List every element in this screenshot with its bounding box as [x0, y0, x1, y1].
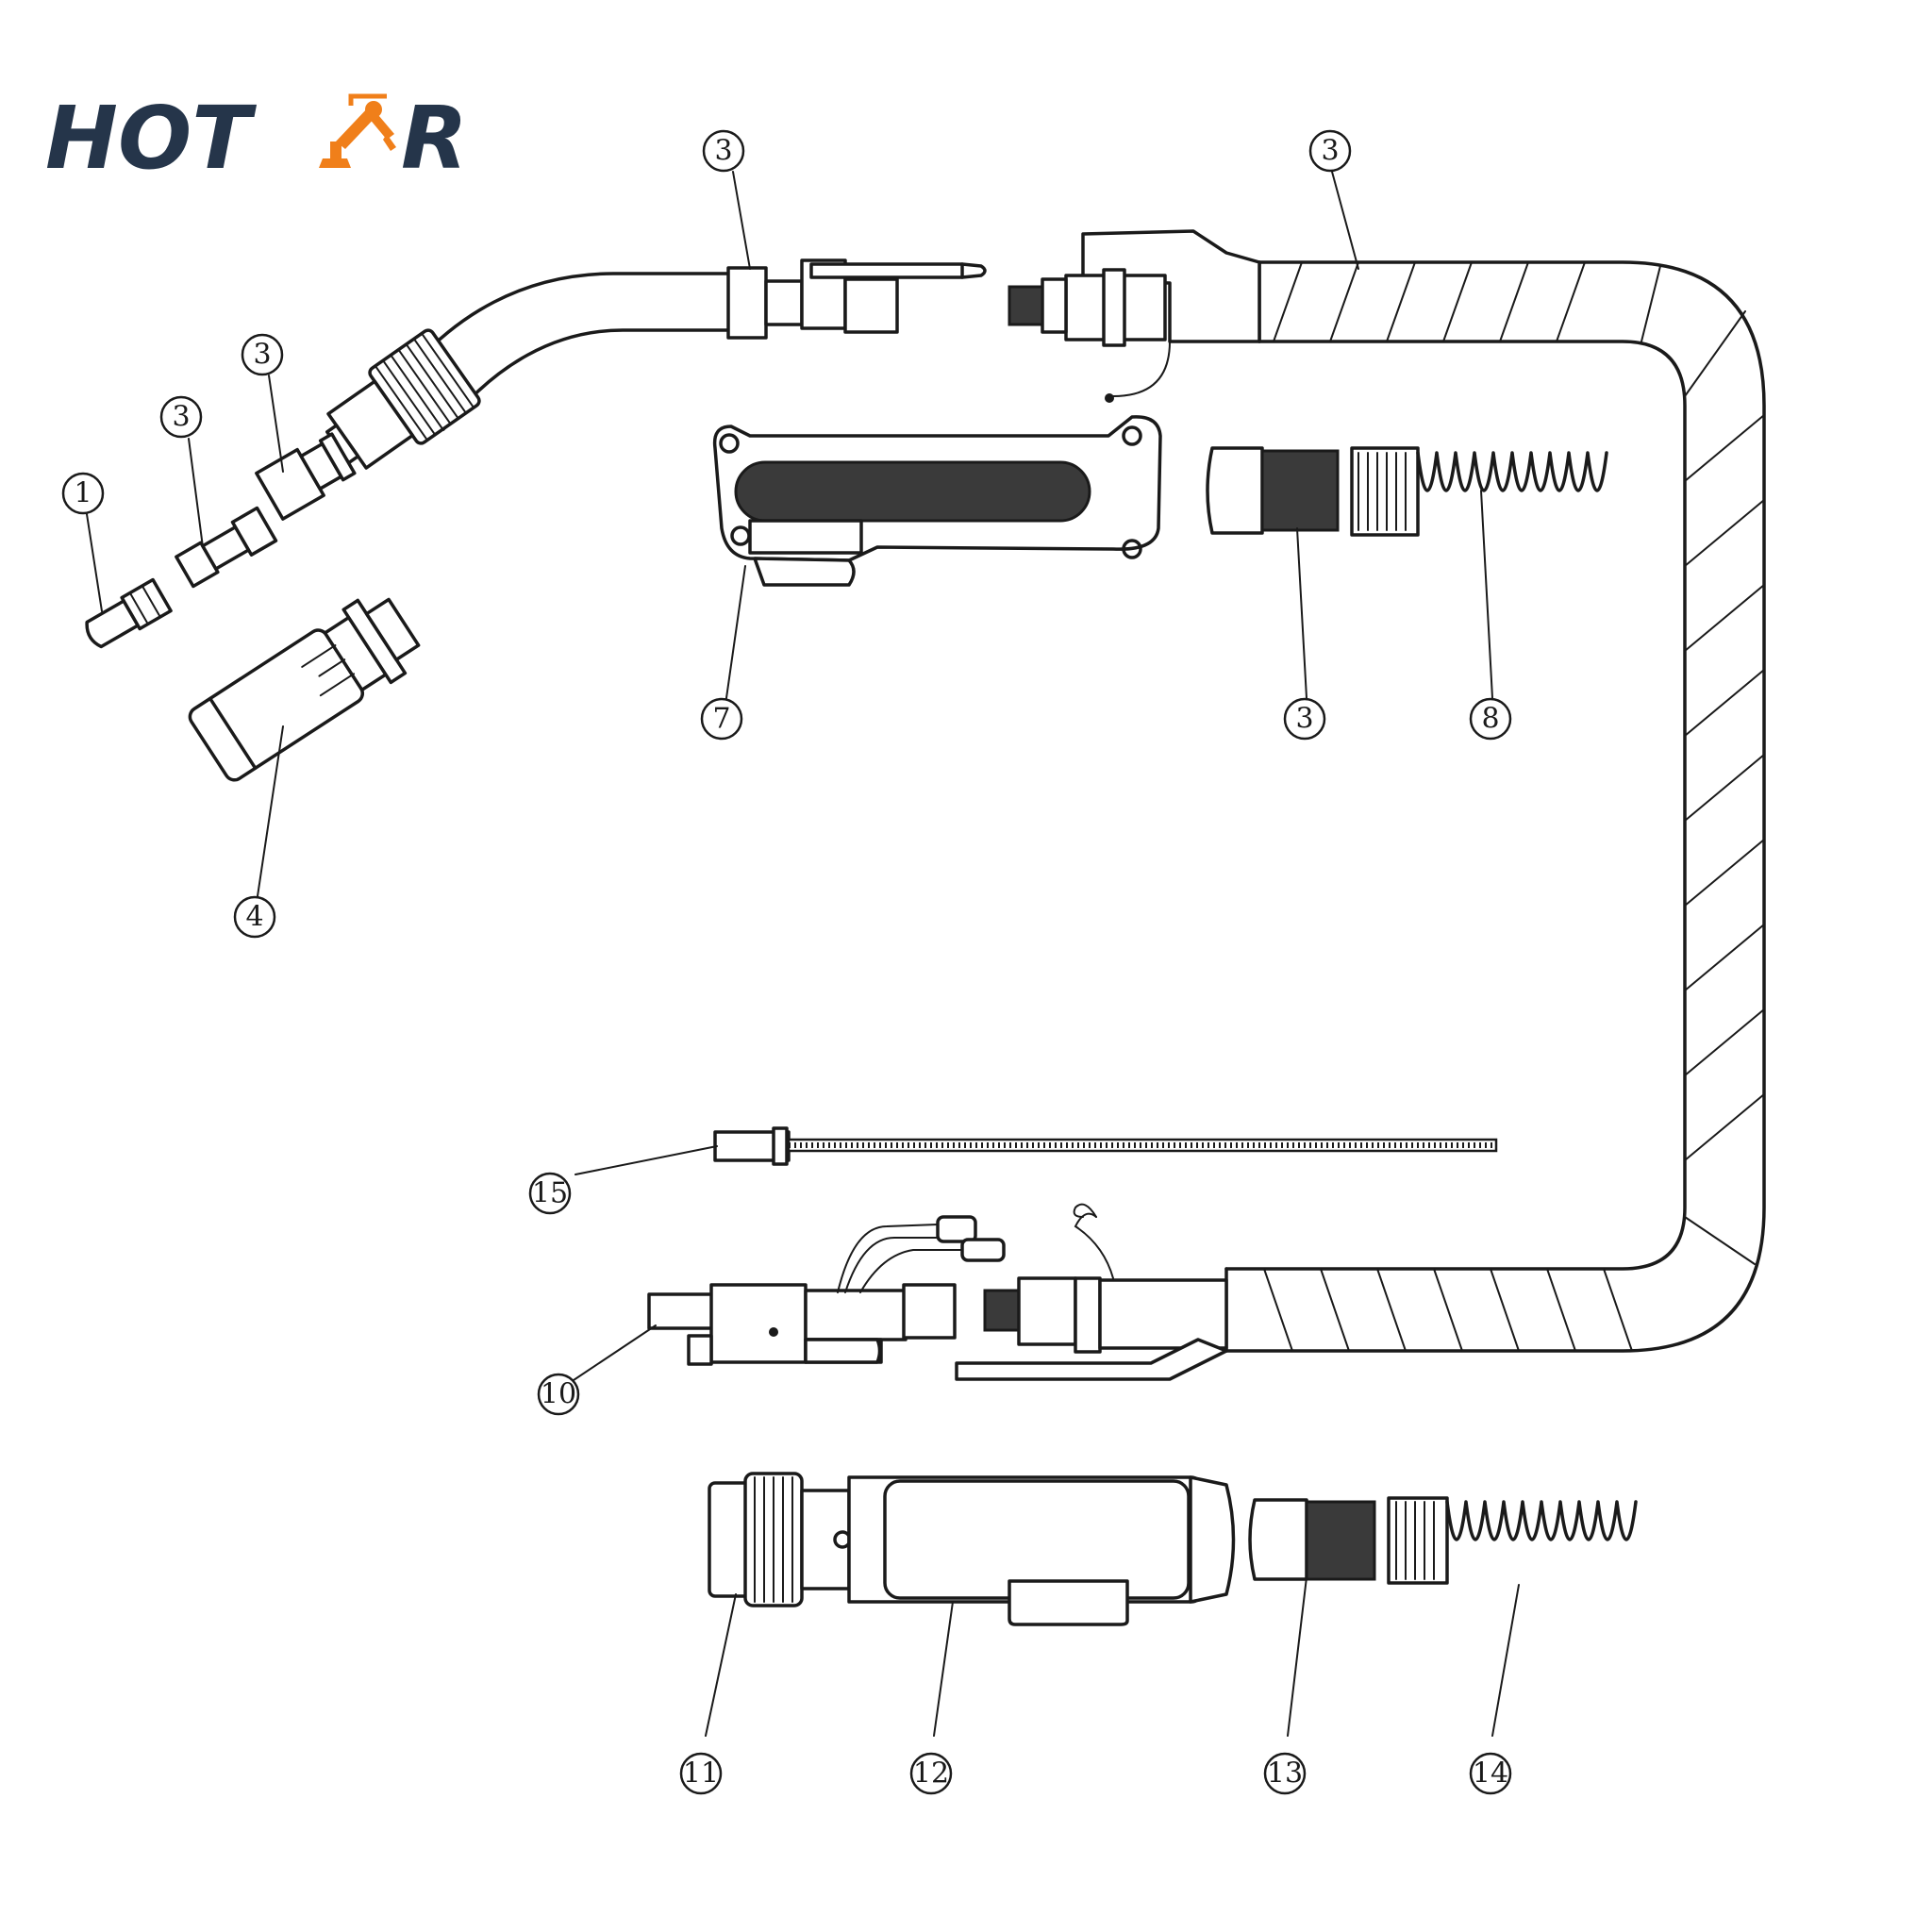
rear-connector [647, 1203, 1228, 1381]
svg-text:4: 4 [245, 901, 263, 934]
svg-text:13: 13 [1267, 1757, 1303, 1790]
torch-cable [1224, 260, 1766, 1353]
callout-15: 15 [528, 1172, 572, 1215]
callout-8: 8 [1469, 697, 1512, 741]
logo-text-left: HOT [45, 88, 257, 189]
cable-front-connector [1008, 229, 1261, 403]
handle-grip-texture [734, 460, 1091, 523]
torch-neck [325, 258, 987, 470]
gas-nozzle [188, 597, 421, 782]
torch-handle [712, 415, 1162, 587]
svg-text:1: 1 [74, 477, 92, 510]
svg-text:3: 3 [1295, 703, 1313, 736]
callout-7: 7 [700, 697, 743, 741]
callout-neck: 3 [702, 129, 745, 173]
callout-14: 14 [1469, 1752, 1512, 1795]
callout-seal: 3 [1283, 697, 1326, 741]
svg-text:15: 15 [532, 1177, 568, 1210]
contact-tip [85, 577, 173, 649]
svg-text:3: 3 [253, 339, 271, 372]
cable-hatching [1263, 261, 1765, 1352]
svg-text:7: 7 [712, 703, 730, 736]
callout-10: 10 [537, 1373, 580, 1416]
svg-text:3: 3 [714, 135, 732, 168]
svg-text:11: 11 [683, 1757, 719, 1790]
brand-logo: HOT R [45, 88, 468, 189]
svg-text:8: 8 [1481, 703, 1499, 736]
rear-handle-assembly [708, 1472, 1638, 1626]
callout-cable-connector: 3 [1308, 129, 1352, 173]
svg-text:14: 14 [1473, 1757, 1508, 1790]
leader-lines [86, 171, 1520, 1737]
callout-1: 1 [61, 472, 105, 515]
tip-holder [175, 506, 278, 589]
svg-text:12: 12 [913, 1757, 949, 1790]
callout-13: 13 [1263, 1752, 1307, 1795]
callout-4: 4 [233, 895, 276, 939]
robot-arm-icon [319, 93, 396, 168]
callout-tip-holder: 3 [159, 395, 203, 439]
callout-12: 12 [909, 1752, 953, 1795]
logo-text-right: R [401, 88, 468, 189]
cable-support-spring-front [1206, 446, 1608, 537]
svg-text:3: 3 [172, 401, 190, 434]
callout-11: 11 [679, 1752, 723, 1795]
svg-text:3: 3 [1321, 135, 1339, 168]
callout-gas-diffuser: 3 [241, 333, 284, 376]
wire-liner [713, 1126, 1498, 1166]
svg-text:10: 10 [541, 1378, 576, 1411]
gas-diffuser [255, 432, 357, 521]
